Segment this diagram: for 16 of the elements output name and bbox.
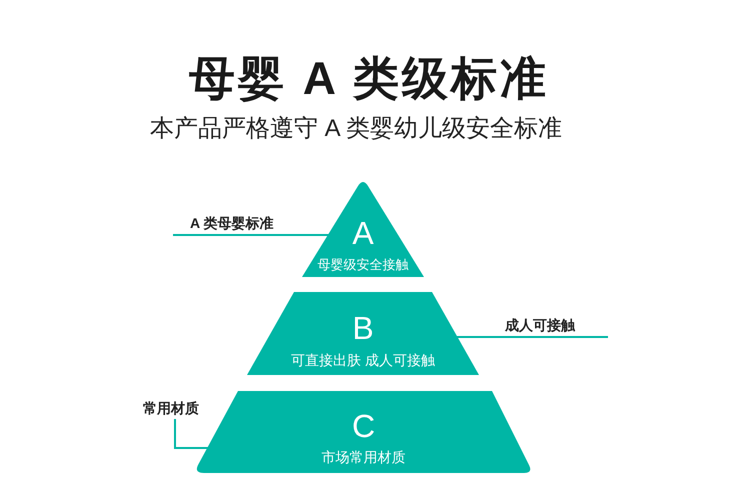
leader-line (457, 336, 608, 338)
side-label: 常用材质 (141, 398, 211, 418)
subtitle: 本产品严格遵守 A 类婴幼儿级安全标准 (148, 114, 564, 144)
pyramid-tier (302, 179, 424, 277)
tier-letter: B (352, 312, 374, 344)
side-label: A 类母婴标准 (173, 212, 301, 234)
tier-description: 可直接出肤 成人可接触 (291, 353, 435, 367)
tier-description: 母婴级安全接触 (318, 258, 408, 271)
side-label: 成人可接触 (497, 314, 608, 336)
tier-letter: A (352, 217, 374, 249)
title: 母婴 A 类级标准 (188, 51, 550, 106)
leader-line (174, 419, 208, 449)
pyramid-tier (247, 292, 479, 375)
tier-description: 市场常用材质 (322, 450, 406, 464)
leader-line (173, 234, 329, 236)
tier-letter: C (352, 410, 376, 442)
